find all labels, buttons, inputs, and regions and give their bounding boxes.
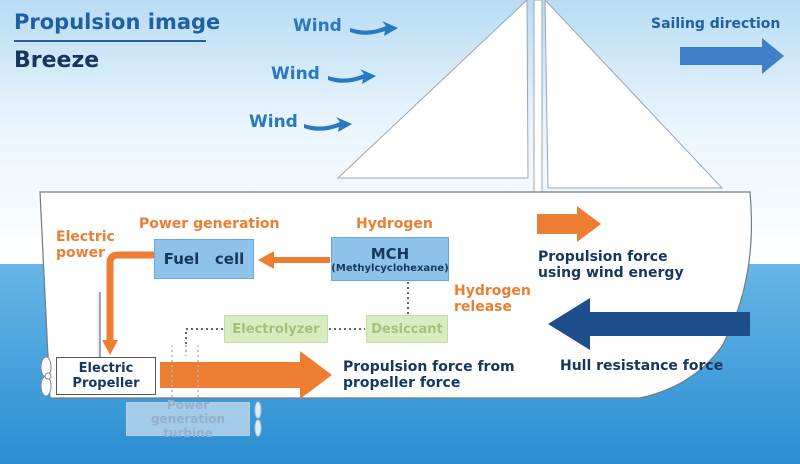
fuel-cell-box: Fuel cell xyxy=(154,239,254,279)
fuel-cell-label: Fuel cell xyxy=(163,250,245,268)
electric-power-label: Electric power xyxy=(56,229,115,262)
power-generation-label: Power generation xyxy=(139,216,280,232)
propulsion-propeller-arrow xyxy=(160,351,332,399)
propulsion-propeller-label: Propulsion force from propeller force xyxy=(343,359,515,392)
wind-label-2: Wind xyxy=(271,64,320,84)
main-sail xyxy=(544,0,724,189)
turbine-label: Power generation turbine xyxy=(150,398,226,440)
desiccant-box: Desiccant xyxy=(366,315,448,343)
hydrogen-arrow xyxy=(258,251,330,269)
turbine-icon xyxy=(254,401,262,437)
propulsion-wind-arrow xyxy=(537,206,601,242)
wind-label-3: Wind xyxy=(249,112,298,132)
hull-resistance-arrow xyxy=(548,298,750,350)
wind-label-1: Wind xyxy=(293,16,342,36)
hydrogen-release-label: Hydrogen release xyxy=(454,283,531,316)
turbine-box: Power generation turbine xyxy=(126,398,250,440)
electrolyzer-label: Electrolyzer xyxy=(232,321,320,337)
mast xyxy=(533,0,543,197)
diagram-title: Propulsion image xyxy=(14,10,221,34)
propeller-icon xyxy=(40,356,52,397)
mch-label: MCH xyxy=(370,244,410,263)
jib-sail xyxy=(336,0,529,179)
electric-propeller-label: Electric Propeller xyxy=(72,361,140,391)
diagram-subtitle: Breeze xyxy=(14,48,100,73)
propulsion-wind-label: Propulsion force using wind energy xyxy=(538,249,684,282)
wind-arrow-1 xyxy=(350,21,398,36)
hydrogen-label: Hydrogen xyxy=(356,216,433,232)
electrolyzer-box: Electrolyzer xyxy=(224,315,328,343)
desiccant-label: Desiccant xyxy=(371,321,443,337)
sailing-direction-label: Sailing direction xyxy=(651,16,781,32)
hull-resistance-label: Hull resistance force xyxy=(560,358,724,374)
title-underline xyxy=(14,40,206,42)
wind-arrow-2 xyxy=(328,69,376,84)
wind-arrow-3 xyxy=(304,117,352,132)
electric-power-arrow xyxy=(106,251,154,342)
mch-sublabel: (Methylcyclohexane) xyxy=(331,262,449,274)
sailing-direction-arrow xyxy=(680,38,784,74)
electric-propeller-box: Electric Propeller xyxy=(56,357,156,395)
mch-box: MCH (Methylcyclohexane) xyxy=(331,237,449,281)
